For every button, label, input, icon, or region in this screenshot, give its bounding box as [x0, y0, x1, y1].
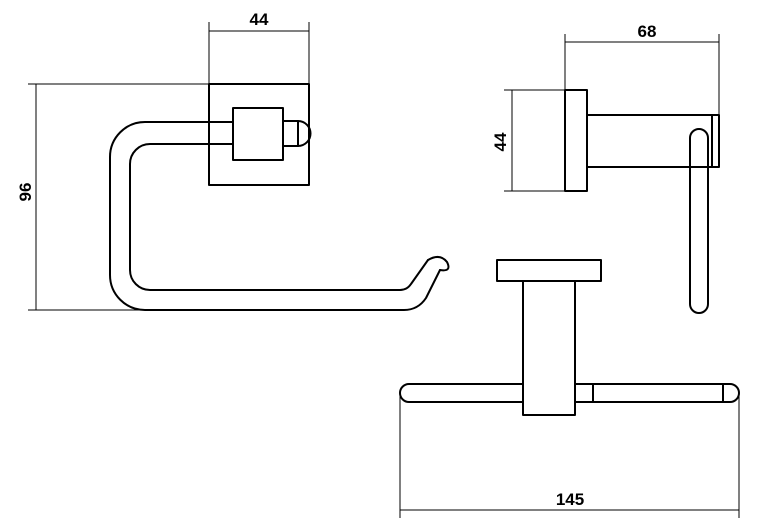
front-arm-outer	[109, 121, 441, 311]
front-view	[109, 83, 450, 311]
top-view	[399, 259, 740, 416]
top-wall-plate	[496, 259, 602, 282]
side-height-label: 44	[491, 132, 510, 151]
front-center-block	[232, 107, 284, 161]
top-rod-left	[399, 383, 524, 403]
top-rod-right	[574, 383, 740, 403]
top-length-label: 145	[556, 490, 584, 509]
side-dimensions	[504, 34, 720, 192]
side-depth-label: 68	[638, 22, 657, 41]
front-width-label: 44	[250, 10, 269, 29]
front-arm-inner	[129, 143, 429, 291]
front-dimensions	[28, 22, 310, 311]
top-post	[522, 280, 576, 416]
side-wall-plate	[564, 89, 588, 192]
top-dimensions	[399, 393, 740, 518]
side-hanging-rod	[689, 128, 709, 314]
front-mounting-plate	[208, 83, 310, 186]
front-arm-end-cap	[282, 120, 312, 147]
side-arm-body	[586, 114, 720, 168]
front-height-label: 96	[16, 183, 35, 202]
side-view	[564, 89, 720, 314]
front-arm-tip	[427, 256, 450, 272]
